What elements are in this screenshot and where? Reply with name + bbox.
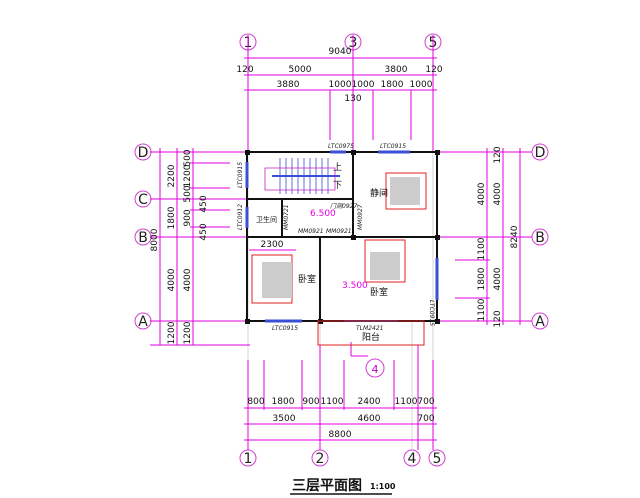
dim-top: 1000 [329,80,352,90]
room-label-balcony: 阳台 [362,331,380,343]
dim-top: 5000 [289,65,312,75]
dim-top: 120 [425,65,442,75]
room-label-ne: 静间 [370,187,388,199]
balcony [317,320,425,346]
dim-left: 1200 [167,321,177,344]
dim-top: 1000 [352,80,375,90]
room-label-bed-w: 卧室 [298,273,316,285]
axis-left-a: A [138,314,148,330]
opening-label: LTC0915 [272,325,298,332]
dim-bottom: 4600 [358,414,381,424]
room-label-bath: 卫生间 [256,215,277,224]
dim-bottom: 1100 [321,397,344,407]
axis-bottom-5: 5 [433,451,442,467]
stair-up-label: 上 [333,162,342,173]
dim-top-total: 9040 [329,47,352,57]
dim-left: 450 [199,195,209,212]
bed-icon [251,254,293,304]
stair-down-label: 下 [333,181,342,191]
dim-right: 4000 [493,267,503,290]
dim-left-total: 8000 [150,228,160,251]
opening-label: 门洞0927 [330,202,357,210]
dim-inner: 2300 [261,240,284,250]
level-mark: 3.500 [342,281,368,291]
level-mark: 6.500 [310,209,336,219]
dim-left: 1800 [167,206,177,229]
dim-bottom: 3500 [273,414,296,424]
dim-top: 1800 [381,80,404,90]
detail-marker: 4 [372,363,379,376]
dim-right: 4000 [493,182,503,205]
dim-right-total: 8240 [510,225,520,248]
dim-bottom-total: 8800 [329,430,352,440]
opening-label: TLM2421 [356,325,383,332]
dim-left: 1200 [183,321,193,344]
dim-right: 1100 [477,237,487,260]
dim-bottom: 900 [302,397,319,407]
drawing-title: 三层平面图 [292,478,362,494]
axis-bubbles [134,33,549,467]
opening-label: MM0921 [326,228,352,235]
dim-bottom: 700 [417,397,434,407]
opening-label: LTC0912 [237,204,244,230]
dim-left: 1200 [183,164,193,187]
dim-right: 1800 [477,267,487,290]
opening-label: LTC0915 [237,162,244,188]
dim-bottom: 1800 [272,397,295,407]
dim-left: 450 [199,223,209,240]
axis-bottom-2: 2 [316,451,325,467]
axis-left-b: B [138,230,148,246]
opening-label: LTC0915 [428,300,435,326]
axis-right-b: B [535,230,545,246]
dim-bottom: 1100 [395,397,418,407]
opening-label: MM0927 [357,204,364,230]
dimension-lines [150,35,532,450]
dim-top: 1000 [410,80,433,90]
dim-top: 130 [344,94,361,104]
dim-bottom: 800 [247,397,264,407]
bed-icon [385,172,427,210]
dim-top: 120 [236,65,253,75]
opening-label: LTC0915 [380,143,406,150]
dim-left: 4000 [183,268,193,291]
dim-left: 4000 [167,268,177,291]
room-label-bed-e: 卧室 [370,286,388,298]
dim-left: 900 [183,209,193,226]
axis-left-c: C [138,192,148,208]
axis-right-a: A [535,314,545,330]
dim-right: 120 [493,146,503,163]
axis-right-d: D [535,145,546,161]
dim-left: 2200 [167,164,177,187]
dim-right: 120 [493,310,503,327]
dim-right: 4000 [477,182,487,205]
axis-bottom-4: 4 [408,451,417,467]
stairs [264,158,340,194]
axis-left-d: D [138,145,149,161]
dim-bottom: 2400 [358,397,381,407]
bed-icon [364,239,406,283]
opening-label: MM0921 [298,228,324,235]
drawing-scale: 1:100 [370,482,396,491]
dim-bottom: 700 [417,414,434,424]
opening-label: MM0721 [283,204,290,230]
dim-top: 3880 [277,80,300,90]
axis-bottom-1: 1 [244,451,253,467]
opening-label: LTC0975 [328,143,354,150]
dim-top: 3800 [385,65,408,75]
dim-left: 500 [183,149,193,166]
dim-left: 500 [183,185,193,202]
dim-right: 1100 [477,298,487,321]
